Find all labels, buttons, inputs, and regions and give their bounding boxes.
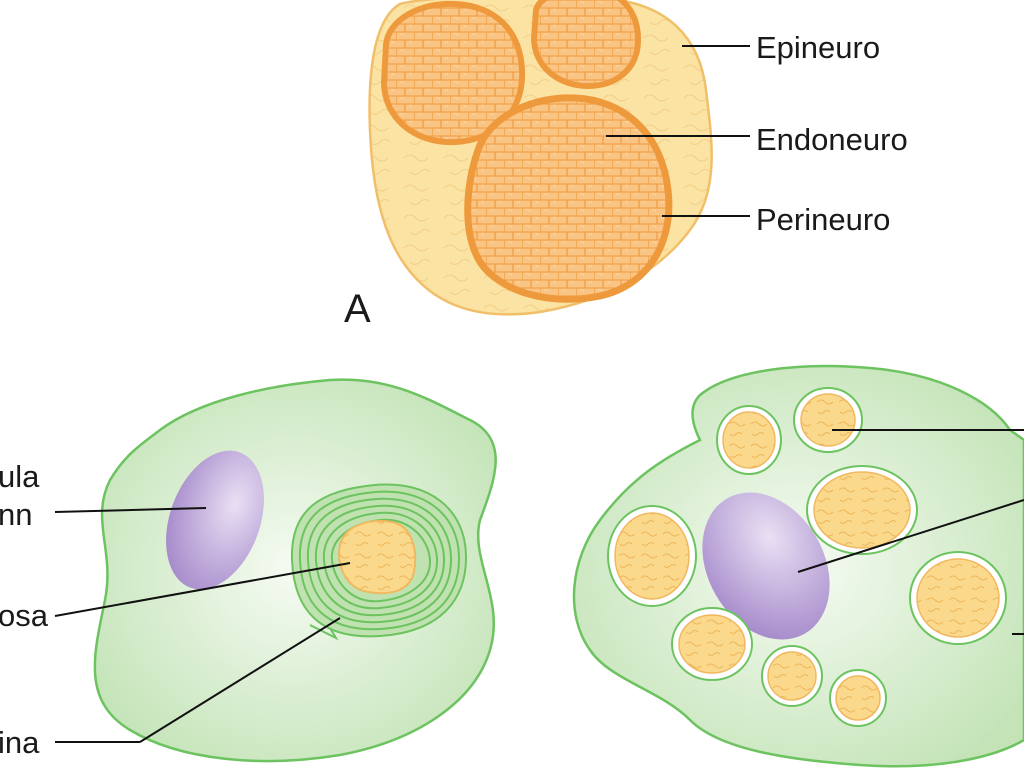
axon-3 xyxy=(813,471,911,549)
panel-a-letter: A xyxy=(344,287,371,331)
myelinated-fiber: ula nn osa ina xyxy=(0,378,497,763)
axon-label: osa xyxy=(0,598,49,633)
schwann-label-line1: ula xyxy=(0,459,40,494)
axon-8 xyxy=(835,675,881,721)
unmyelinated-axons xyxy=(607,387,1007,727)
axon-2 xyxy=(800,393,856,447)
remak-nucleus xyxy=(702,492,830,640)
schwann-label-line2: nn xyxy=(0,497,32,532)
schwann-nucleus xyxy=(166,450,264,590)
axon-7 xyxy=(767,651,817,701)
axon-5 xyxy=(916,558,1000,638)
fascicle-large xyxy=(464,94,673,303)
axon-leader xyxy=(54,562,351,617)
right-nucleus-leader xyxy=(797,499,1024,573)
myelin-label: ina xyxy=(0,725,40,760)
myelin-leader-diagonal xyxy=(139,617,341,743)
axon-1 xyxy=(722,411,776,469)
perineuro-label: Perineuro xyxy=(756,202,890,237)
epineuro-label: Epineuro xyxy=(756,30,880,65)
fascicle-top-left xyxy=(380,0,526,146)
schwann-leader xyxy=(54,507,207,513)
panel-a-nerve-cross-section: Epineuro Endoneuro Perineuro A xyxy=(344,0,908,331)
fascicle-top-right xyxy=(530,0,642,90)
axon-6 xyxy=(678,614,746,674)
endoneuro-label: Endoneuro xyxy=(756,122,908,157)
unmyelinated-fiber-bundle xyxy=(572,364,1024,768)
myelinated-axon xyxy=(338,519,417,595)
axon-4 xyxy=(614,512,690,600)
